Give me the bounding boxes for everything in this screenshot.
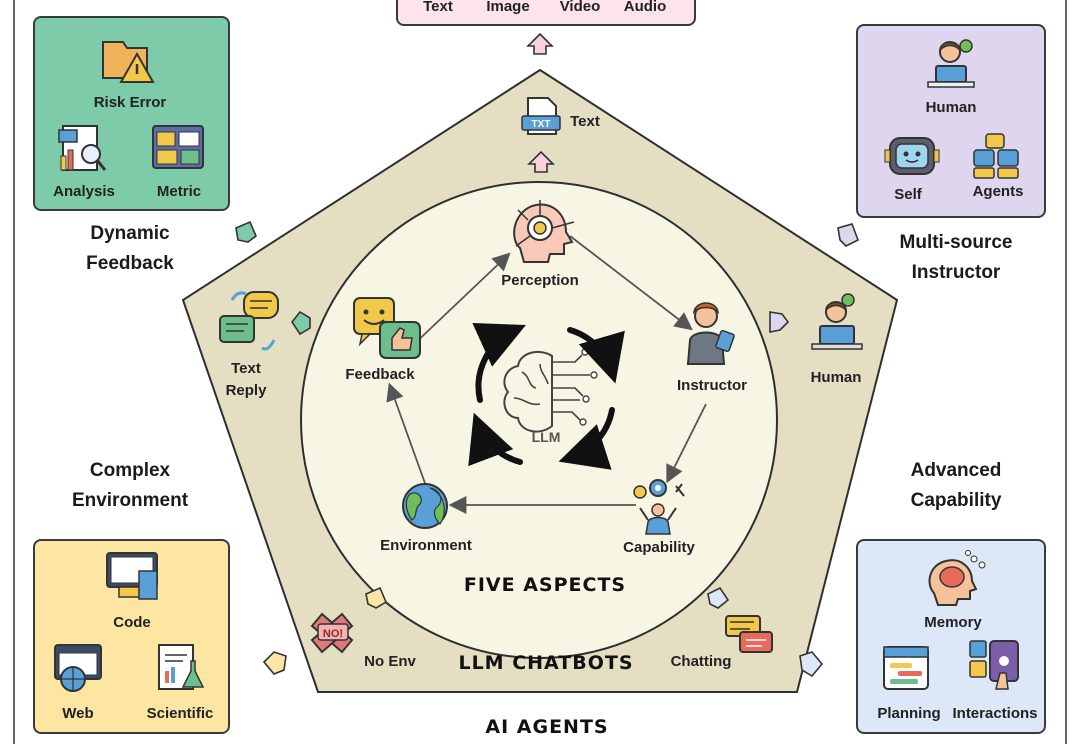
modality-video-label: Video — [559, 0, 601, 15]
feedback-icon — [353, 297, 421, 359]
heading-line: Advanced — [910, 460, 1002, 481]
environment-label: Environment — [380, 537, 472, 554]
human-icon — [927, 39, 975, 88]
text-reply-label: Text Reply — [216, 358, 276, 402]
human-laptop-icon — [811, 293, 863, 350]
web-icon — [54, 644, 102, 692]
memory-label: Memory — [924, 614, 982, 631]
no-env-icon — [310, 612, 354, 654]
environment-globe-icon — [402, 483, 448, 529]
ai-agents-title: AI AGENTS — [485, 716, 609, 738]
chatbots-circle — [300, 181, 778, 659]
text-reply-line: Text — [231, 360, 261, 377]
chatting-label: Chatting — [670, 653, 732, 670]
llm-chatbots-title: LLM CHATBOTS — [458, 652, 634, 674]
txt-file-label: TXT — [532, 119, 551, 130]
risk-error-icon — [102, 41, 155, 83]
advanced-capability-box: Memory Planning Interactions — [856, 539, 1046, 734]
scientific-label: Scientific — [146, 705, 214, 722]
arrow-perception-instructor — [569, 235, 693, 331]
planning-icon — [883, 646, 929, 690]
llm-label: LLM — [531, 429, 561, 445]
instructor-direction-arrow-icon — [769, 311, 790, 333]
feedback-direction-arrow-icon — [235, 220, 257, 243]
complex-environment-heading: Complex Environment — [40, 456, 220, 516]
five-aspects-title: FIVE ASPECTS — [463, 574, 627, 596]
memory-head-icon — [928, 550, 986, 606]
heading-line: Capability — [910, 490, 1002, 511]
no-env-badge-text: NO! — [323, 628, 343, 640]
planning-label: Planning — [877, 705, 941, 722]
feedback-label: Feedback — [345, 366, 415, 383]
web-label: Web — [62, 705, 94, 722]
multi-source-instructor-box: Human Self Agents — [856, 24, 1046, 218]
interactions-icon — [969, 640, 1019, 690]
capability-icon — [633, 479, 685, 535]
agents-robots-icon — [973, 133, 1019, 179]
instructor-person-icon — [686, 302, 735, 365]
self-robot-icon — [884, 137, 940, 175]
interactions-label: Interactions — [952, 705, 1038, 722]
pentagon-human-label: Human — [810, 369, 862, 386]
metric-label: Metric — [156, 183, 202, 200]
txt-file-icon — [521, 97, 561, 135]
human-label: Human — [925, 99, 977, 116]
capability-direction-arrow-icon — [707, 586, 730, 609]
text-reply-line: Reply — [225, 382, 267, 399]
heading-line: Dynamic — [90, 223, 170, 244]
capability-direction-arrow-icon — [799, 651, 824, 678]
cycle-arrows-icon — [468, 322, 625, 470]
dynamic-feedback-heading: Dynamic Feedback — [52, 219, 208, 279]
modality-text-label: Text — [423, 0, 453, 15]
arrow-feedback-perception — [409, 252, 511, 349]
perception-label: Perception — [501, 272, 579, 289]
heading-line: Instructor — [911, 262, 1001, 283]
heading-line: Feedback — [86, 253, 174, 274]
capability-label: Capability — [623, 539, 695, 556]
arrow-environment-feedback — [386, 382, 427, 487]
perception-head-icon — [513, 200, 575, 263]
risk-error-label: Risk Error — [93, 94, 167, 111]
modality-box: Text Image Video Audio — [396, 0, 696, 26]
code-label: Code — [113, 614, 151, 631]
environment-direction-arrow-icon — [365, 586, 388, 609]
multi-source-instructor-heading: Multi-source Instructor — [868, 228, 1044, 288]
outer-frame — [13, 0, 1067, 744]
complex-environment-box: Code Web Scientific — [33, 539, 230, 734]
heading-line: Environment — [71, 490, 189, 511]
chatting-icon — [725, 615, 773, 653]
instructor-label: Instructor — [676, 377, 747, 394]
analysis-icon — [58, 125, 107, 171]
instructor-direction-arrow-icon — [837, 223, 860, 247]
up-arrow-icon — [526, 32, 554, 55]
text-reply-chat-icon — [219, 291, 279, 351]
advanced-capability-heading: Advanced Capability — [868, 456, 1044, 516]
up-arrow-icon — [527, 150, 555, 173]
scientific-icon — [158, 644, 205, 690]
heading-line: Multi-source — [899, 232, 1013, 253]
feedback-direction-arrow-icon — [291, 310, 311, 336]
environment-direction-arrow-icon — [262, 651, 287, 675]
dynamic-feedback-box: Risk Error Analysis Metric — [33, 16, 230, 211]
agents-label: Agents — [972, 183, 1024, 200]
no-env-label: No Env — [364, 653, 416, 670]
self-label: Self — [894, 186, 922, 203]
code-icon — [106, 552, 158, 600]
metric-icon — [152, 125, 204, 169]
pentagon-text-label: Text — [570, 113, 600, 130]
heading-line: Complex — [89, 460, 171, 481]
arrow-instructor-capability — [666, 403, 707, 484]
analysis-label: Analysis — [53, 183, 115, 200]
modality-image-label: Image — [486, 0, 530, 15]
modality-audio-label: Audio — [623, 0, 667, 15]
